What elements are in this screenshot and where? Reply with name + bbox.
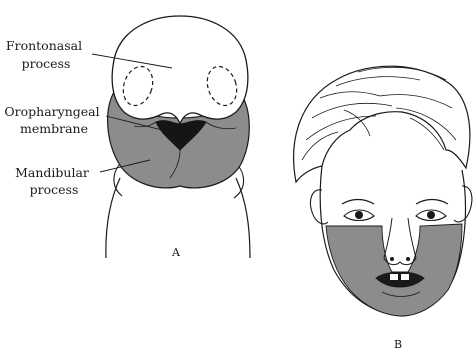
child-left-eyebrow	[342, 200, 374, 205]
child-hair	[294, 66, 470, 182]
child-left-eye	[344, 210, 374, 221]
child-right-eyebrow	[416, 200, 448, 205]
oropharyngeal-label: Oropharyngeal membrane	[4, 104, 103, 136]
child-right-nostril	[406, 257, 410, 261]
panel-a-label: A	[171, 246, 181, 259]
child-left-ear	[310, 190, 328, 224]
frontonasal-label: Frontonasal process	[6, 38, 86, 71]
child-right-ear	[454, 186, 472, 222]
child-lower-face-shading	[326, 224, 462, 316]
mandibular-label: Mandibular process	[15, 165, 93, 197]
panel-a: Frontonasal process Oropharyngeal membra…	[4, 16, 250, 259]
child-nose	[384, 218, 416, 265]
panel-b: B	[294, 66, 472, 351]
child-left-nostril	[390, 257, 394, 261]
child-right-eye	[416, 210, 446, 221]
panel-b-label: B	[394, 338, 402, 351]
